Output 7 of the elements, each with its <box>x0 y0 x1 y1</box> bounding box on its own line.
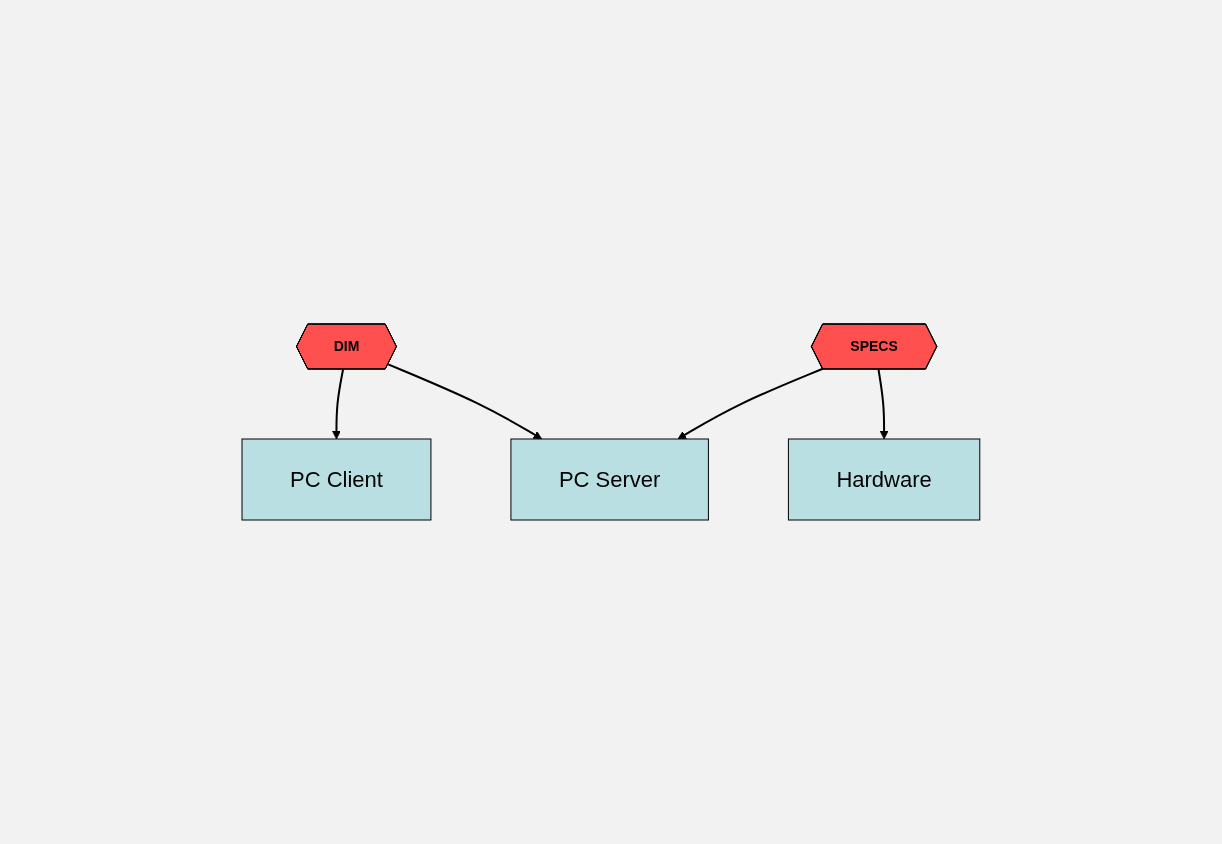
arrow <box>677 367 824 440</box>
arrow <box>387 363 543 440</box>
node-box: Hardware <box>788 438 981 521</box>
node-box: PC Server <box>510 438 709 521</box>
arrow <box>332 368 345 440</box>
arrow <box>877 368 889 440</box>
node-box: PC Client <box>241 438 432 521</box>
